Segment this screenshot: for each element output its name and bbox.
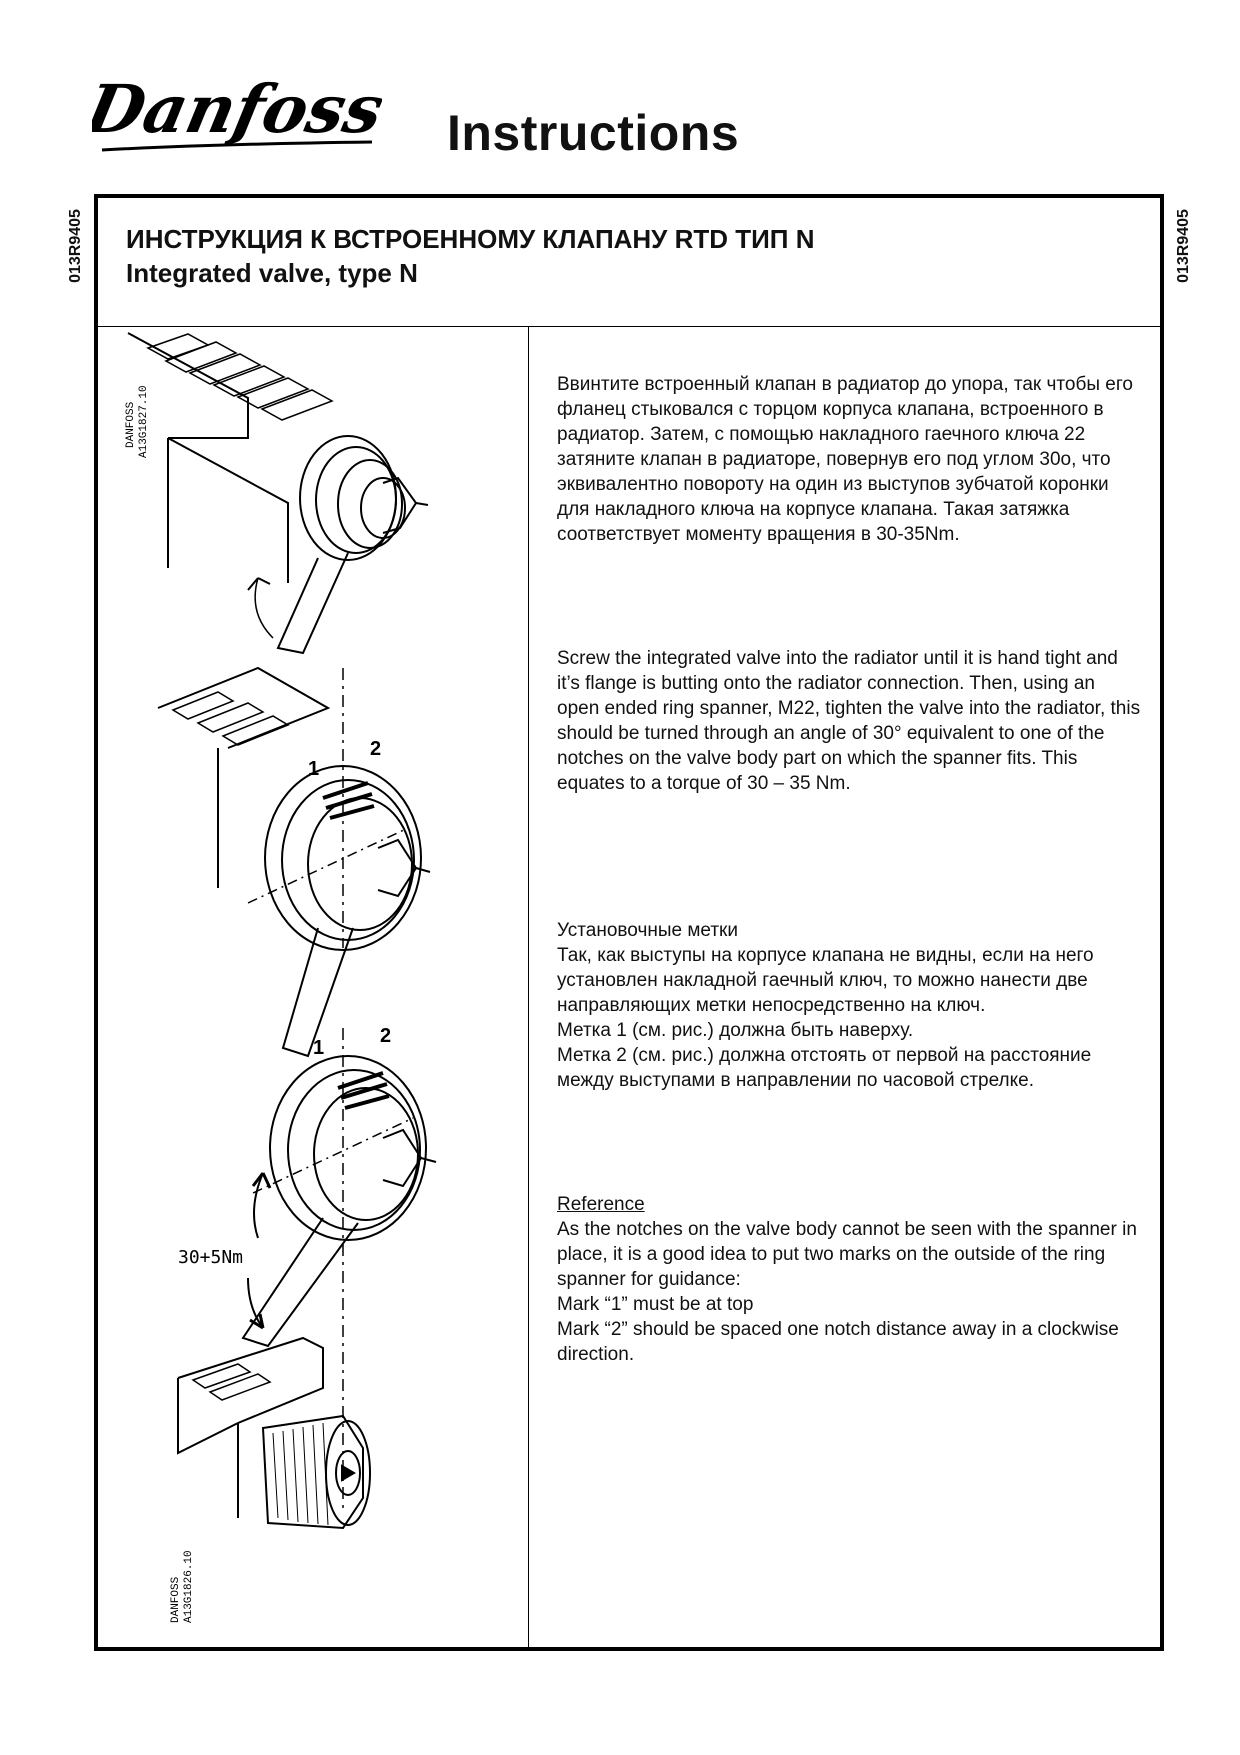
drawing4-code-line1: DANFOSS [170,1576,182,1623]
content-frame: ИНСТРУКЦИЯ К ВСТРОЕННОМУ КЛАПАНУ RTD ТИП… [94,194,1164,1651]
reference-ru: Установочные метки Так, как выступы на к… [557,918,1142,1093]
instruction-en-1: Screw the integrated valve into the radi… [557,648,1141,794]
reference-en-line: Mark “1” must be at top [557,1294,754,1315]
section-title-ru: ИНСТРУКЦИЯ К ВСТРОЕННОМУ КЛАПАНУ RTD ТИП… [126,224,815,254]
reference-en-line: Mark “2” should be spaced one notch dist… [557,1319,1119,1365]
drawing3-mark-2: 2 [380,1025,391,1047]
drawing-spanner-marks: 1 2 [157,666,431,1058]
reference-en-line: As the notches on the valve body cannot … [557,1219,1137,1290]
reference-en-heading: Reference [557,1194,645,1215]
instruction-ru-1: Ввинтите встроенный клапан в радиатор до… [557,374,1133,545]
document-title: Instructions [447,105,740,161]
torque-label: 30+5Nm [178,1247,243,1268]
section-title-en: Integrated valve, type N [126,258,418,288]
reference-ru-line: Так, как выступы на корпусе клапана не в… [557,945,1094,1016]
installation-drawings: DANFOSS A13G1827.10 [125,332,437,1623]
drawing2-mark-1: 1 [308,758,319,780]
drawing-thermostat-head: DANFOSS A13G1826.10 [170,1336,371,1623]
logo-wordmark: Danfoss [92,70,382,148]
side-code-left: 013R9405 [67,209,84,283]
drawing2-mark-2: 2 [370,738,381,760]
side-code-right: 013R9405 [1175,209,1192,283]
section-header: ИНСТРУКЦИЯ К ВСТРОЕННОМУ КЛАПАНУ RTD ТИП… [98,198,1160,327]
column-divider [528,326,529,1647]
drawing4-code-line2: A13G1826.10 [183,1550,195,1623]
reference-ru-heading: Установочные метки [557,920,738,941]
reference-ru-line: Метка 2 (см. рис.) должна отстоять от пе… [557,1045,1092,1091]
reference-en: Reference As the notches on the valve bo… [557,1192,1142,1367]
drawing-torque-tightening: 1 2 30+5Nm [178,1025,437,1508]
drawing3-mark-1: 1 [313,1037,324,1059]
drawing1-code-line2: A13G1827.10 [138,385,150,458]
drawing-valve-into-radiator: DANFOSS A13G1827.10 [125,332,429,655]
drawing1-code-line1: DANFOSS [125,401,137,448]
reference-ru-line: Метка 1 (см. рис.) должна быть наверху. [557,1020,914,1041]
danfoss-logo: Danfoss [92,70,382,152]
illustrations-column: DANFOSS A13G1827.10 [98,328,528,1648]
